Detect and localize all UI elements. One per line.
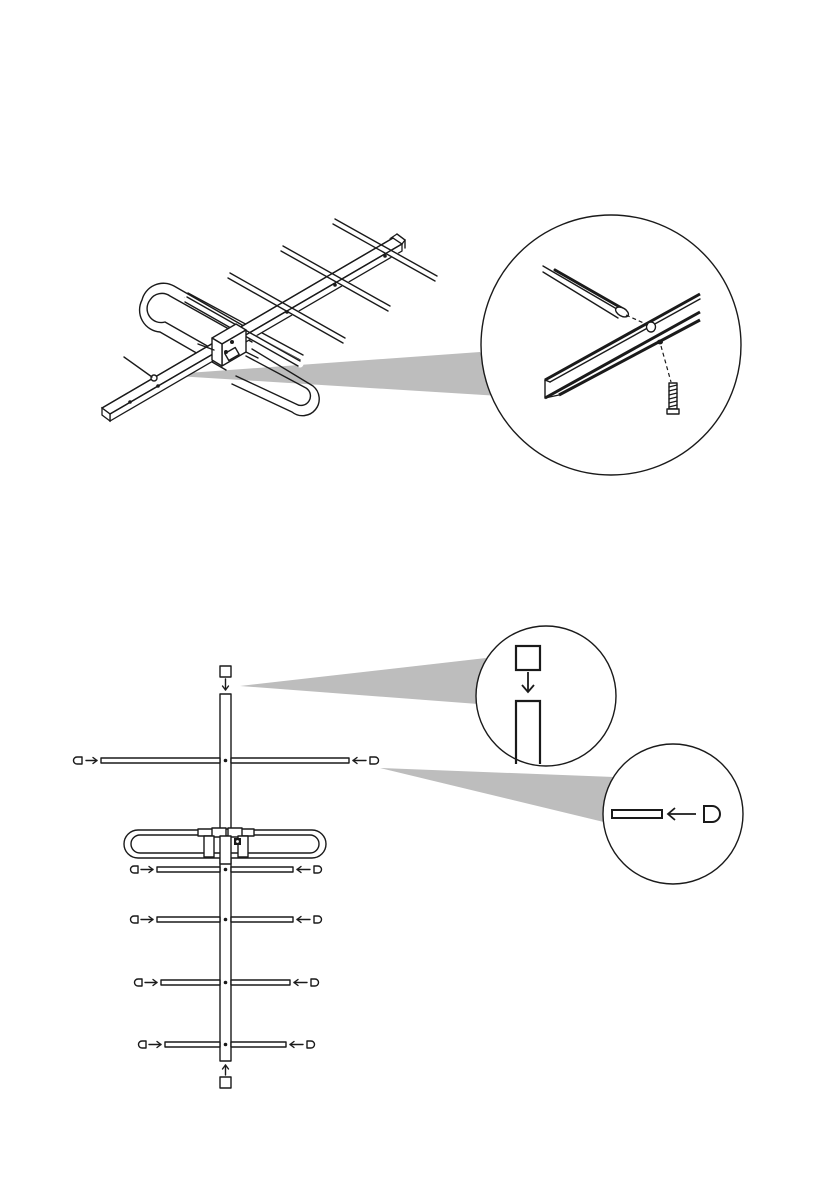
figure-boom-bolt: [0, 0, 839, 560]
callout-wedge-top: [240, 658, 486, 704]
figure-end-caps: [0, 560, 839, 1191]
bolt-detail-icon: [481, 215, 741, 475]
antenna-top-view-icon: [0, 560, 839, 1191]
square-cap-bottom: [220, 1065, 231, 1088]
bolt: [667, 383, 679, 414]
leader-line: [124, 357, 152, 377]
boom-vertical: [220, 694, 231, 1061]
callout-wedge-side: [380, 768, 614, 824]
folded-dipole: [124, 828, 326, 864]
square-cap-top: [220, 666, 231, 690]
square-cap-detail-icon: [476, 626, 616, 766]
round-cap-detail-icon: [603, 744, 743, 884]
antenna-boom-icon: [0, 0, 839, 560]
